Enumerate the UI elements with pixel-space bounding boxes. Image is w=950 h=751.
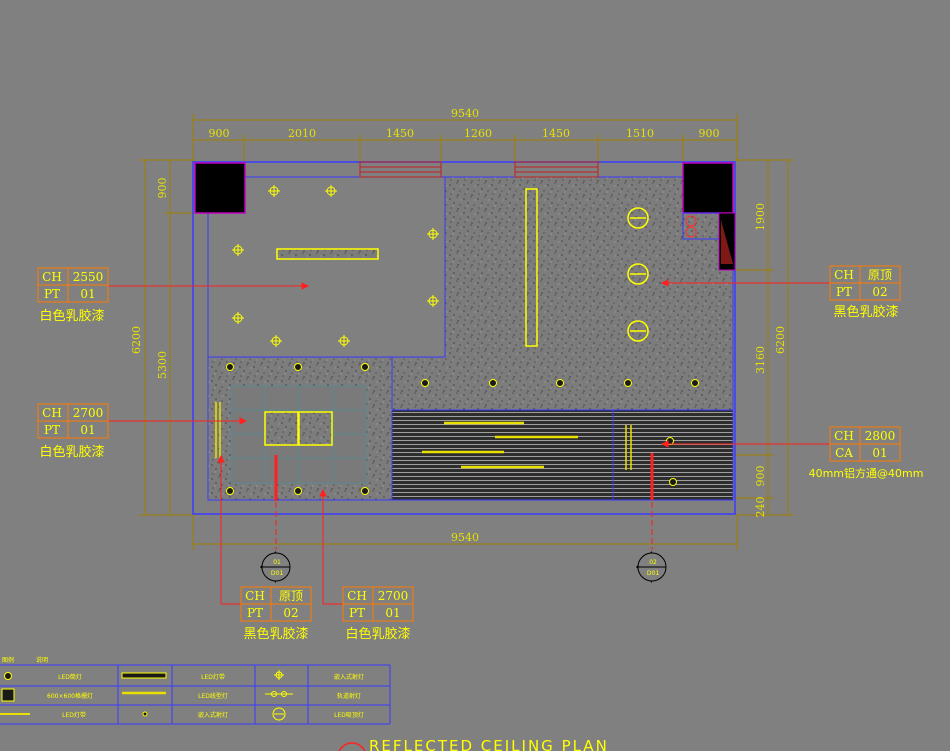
dim-top-seg: 900 (209, 127, 230, 140)
track-spotlights (232, 185, 439, 347)
legend-label: 嵌入式射灯 (334, 673, 364, 681)
tag-key: PT (44, 287, 60, 301)
tag-value: 2700 (378, 589, 409, 603)
legend-table: 图例 说明 LED筒灯 LED灯带 嵌入式射灯 600×600格栅灯 (0, 656, 391, 725)
dim-left-mid: 5300 (156, 351, 169, 379)
section-sheet: D01 (271, 570, 283, 577)
legend-header: 说明 (36, 656, 48, 664)
tag-note: 40mm铝方通@40mm (809, 466, 924, 480)
ceiling-lamps (627, 207, 649, 342)
legend-label: LED吸顶灯 (334, 711, 364, 719)
legend-symbols (0, 670, 293, 721)
tag-value: 01 (80, 287, 95, 301)
dim-top-seg: 2010 (288, 127, 316, 140)
tag-value: 01 (872, 446, 887, 460)
floor-plan (192, 161, 736, 515)
section-sheet: D01 (647, 570, 659, 577)
dim-right-seg: 1900 (754, 203, 767, 231)
tag-note: 白色乳胶漆 (345, 626, 410, 642)
tag-note: 黑色乳胶漆 (243, 626, 308, 642)
tag-key: CH (834, 429, 854, 443)
dim-left-outer: 6200 (130, 326, 143, 354)
tag-key: CH (347, 589, 367, 603)
tag-value: 02 (872, 285, 887, 299)
dim-right-seg: 3160 (754, 346, 767, 374)
tag-value: 2550 (73, 270, 104, 284)
tag-note: 白色乳胶漆 (39, 308, 104, 324)
ceiling-tag: CH 2550 PT 01 白色乳胶漆 (37, 267, 109, 324)
drawing-title: REFLECTED CEILING PLAN (338, 737, 609, 751)
vertical-fixtures (215, 402, 632, 470)
tag-key: PT (247, 606, 263, 620)
dim-top-seg: 1450 (386, 127, 414, 140)
dim-right-outer: 6200 (774, 326, 787, 354)
legend-label: LED灯带 (201, 673, 225, 681)
tag-value: 2700 (73, 406, 104, 420)
dim-top-seg: 1260 (464, 127, 492, 140)
tag-value: 01 (80, 423, 95, 437)
dim-bottom-total: 9540 (451, 531, 479, 544)
ceiling-tag: CH 原顶 PT 02 黑色乳胶漆 (240, 586, 312, 642)
legend-label: LED线型灯 (198, 692, 228, 700)
left-dimensions (139, 159, 195, 516)
dim-right-seg: 900 (754, 466, 767, 487)
tag-note: 黑色乳胶漆 (833, 304, 898, 320)
tag-note: 白色乳胶漆 (39, 444, 104, 460)
legend-label: LED筒灯 (58, 673, 82, 681)
tag-key: CH (834, 268, 854, 282)
dim-top-seg: 900 (699, 127, 720, 140)
tag-key: PT (349, 606, 365, 620)
legend-label: 600×600格栅灯 (47, 692, 93, 700)
tag-value: 原顶 (868, 268, 892, 282)
dim-top-segments: 900 2010 1450 1260 1450 1510 900 (209, 127, 720, 140)
tag-key: PT (44, 423, 60, 437)
legend-label: 嵌入式射灯 (198, 711, 228, 719)
dim-top-seg: 1450 (542, 127, 570, 140)
dim-right-seg: 240 (754, 497, 767, 518)
ceiling-tag: CH 原顶 PT 02 黑色乳胶漆 (829, 265, 901, 320)
legend-label: 轨道射灯 (337, 692, 361, 700)
top-dimension-chain (192, 114, 738, 162)
dim-top-total: 9540 (451, 107, 479, 120)
red-marks (274, 453, 654, 501)
dim-top-seg: 1510 (626, 127, 654, 140)
section-marker: 01 D01 (260, 551, 291, 583)
ceiling-tag: CH 2700 PT 01 白色乳胶漆 (37, 403, 109, 460)
title-text: REFLECTED CEILING PLAN (369, 737, 609, 751)
tag-key: CH (42, 406, 62, 420)
legend-header: 图例 (2, 656, 14, 664)
tag-value: 2800 (865, 429, 896, 443)
section-marker: 02 D01 (636, 551, 667, 583)
tag-value: 01 (385, 606, 400, 620)
bottom-dimension (192, 516, 738, 550)
section-cut-lines (275, 502, 653, 550)
tag-value: 02 (283, 606, 298, 620)
tag-key: PT (836, 285, 852, 299)
ceiling-tag: CH 2800 CA 01 40mm铝方通@40mm (809, 426, 924, 480)
legend-label: LED灯带 (62, 711, 86, 719)
section-number: 01 (273, 559, 281, 566)
right-dimensions (735, 159, 794, 516)
tag-leaders (108, 279, 830, 605)
tag-key: CA (835, 446, 853, 460)
section-number: 02 (649, 559, 657, 566)
tag-key: CH (42, 270, 62, 284)
dim-left-top: 900 (156, 178, 169, 199)
tag-key: CH (245, 589, 265, 603)
tag-value: 原顶 (279, 589, 303, 603)
ceiling-tag: CH 2700 PT 01 白色乳胶漆 (342, 586, 414, 642)
